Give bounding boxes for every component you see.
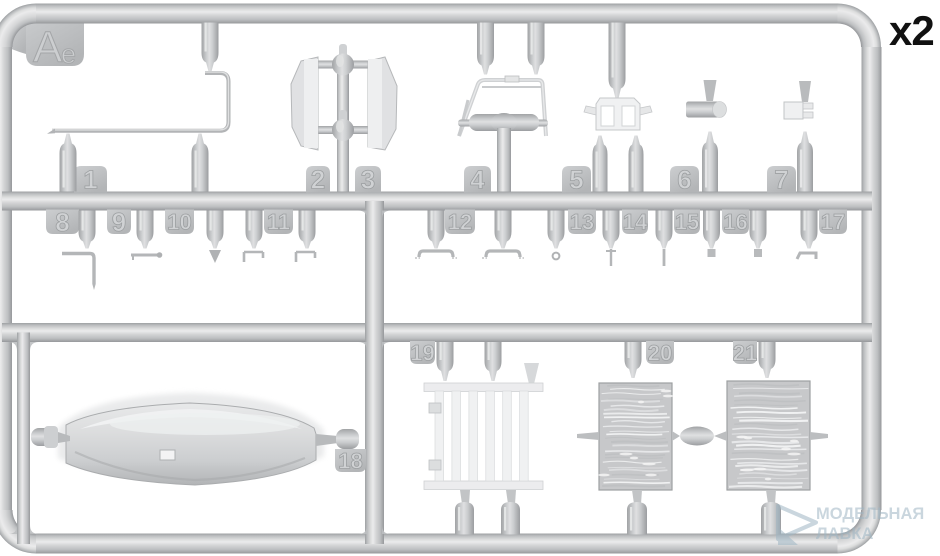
svg-text:20: 20 <box>648 340 672 365</box>
svg-text:5: 5 <box>569 165 583 195</box>
svg-text:13: 13 <box>570 210 594 235</box>
svg-text:4: 4 <box>470 165 485 195</box>
svg-text:21: 21 <box>733 340 757 365</box>
svg-text:14: 14 <box>623 210 648 235</box>
svg-text:15: 15 <box>675 210 699 235</box>
svg-text:16: 16 <box>723 210 747 235</box>
svg-text:17: 17 <box>821 210 845 235</box>
svg-text:8: 8 <box>55 207 69 237</box>
svg-text:3: 3 <box>361 165 375 195</box>
svg-text:11: 11 <box>267 210 290 235</box>
svg-text:7: 7 <box>774 165 788 195</box>
svg-text:МОДЕЛЬНАЯ: МОДЕЛЬНАЯ <box>816 505 924 523</box>
svg-text:A: A <box>33 23 63 72</box>
svg-text:18: 18 <box>338 448 362 473</box>
svg-text:19: 19 <box>410 340 434 365</box>
svg-text:12: 12 <box>448 210 472 235</box>
svg-text:x2: x2 <box>889 7 934 54</box>
svg-text:ЛАВКА: ЛАВКА <box>816 525 873 543</box>
svg-text:e: e <box>61 39 76 69</box>
svg-text:1: 1 <box>83 165 97 195</box>
svg-text:6: 6 <box>677 165 691 195</box>
svg-text:9: 9 <box>112 207 126 237</box>
svg-text:2: 2 <box>311 165 325 195</box>
svg-text:10: 10 <box>167 210 191 235</box>
